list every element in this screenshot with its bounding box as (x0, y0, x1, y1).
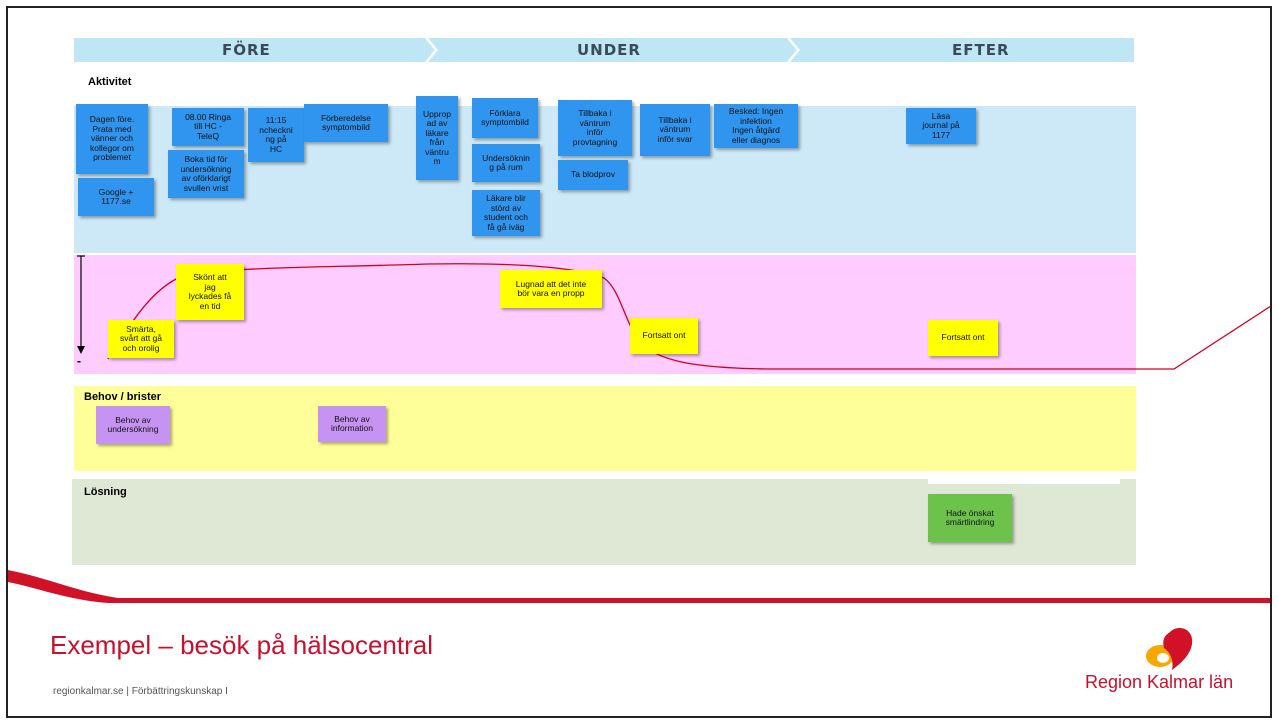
note-upprop: Upprop ad av läkare från väntru m (416, 96, 458, 180)
note-google-1177: Google + 1177.se (78, 178, 154, 216)
footer-url: regionkalmar.se | Förbättringskunskap I (53, 686, 228, 697)
note-tillbaka-svar: Tillbaka i väntrum inför svar (640, 104, 710, 156)
note-boka-tid: Boka tid för undersökning av oförklarigt… (168, 150, 244, 198)
behov-title: Behov / brister (84, 391, 162, 403)
note-lasa-journal: Läsa journal på 1177 (906, 108, 976, 144)
note-ringa-hc: 08.00 Ringa till HC - TeleQ (172, 108, 244, 146)
note-dagen-fore: Dagen före. Prata med vänner och kollego… (76, 104, 148, 174)
note-smartlindring: Hade önskat smärtlindring (928, 494, 1012, 542)
phase-arrows (74, 38, 1134, 62)
note-behov-information: Behov av information (318, 406, 386, 442)
slide-title: Exempel – besök på hälsocentral (50, 630, 434, 660)
region-heart-logo (1146, 628, 1193, 670)
red-swoosh (8, 570, 1270, 603)
note-tillbaka-provtagning: Tillbaka i väntrum inför provtagning (558, 100, 632, 156)
slide: FÖRE UNDER EFTER Aktivitet Behov / brist… (6, 6, 1272, 718)
note-fortsatt-ont-1: Fortsatt ont (630, 318, 698, 354)
emotion-axis (77, 255, 85, 354)
phase-fore-label: FÖRE (222, 41, 271, 59)
aktivitet-title: Aktivitet (88, 76, 132, 88)
losning-gap (928, 478, 1120, 484)
note-lakare-stord: Läkare blir störd av student och få gå i… (472, 190, 540, 236)
note-besked: Besked: Ingen infektion Ingen åtgärd ell… (714, 104, 798, 148)
losning-title: Lösning (84, 486, 127, 498)
note-forberedelse: Förberedelse symptombild (304, 104, 388, 142)
note-skont: Skönt att jag lyckades få en tid (176, 264, 244, 320)
note-fortsatt-ont-2: Fortsatt ont (928, 320, 998, 356)
note-forklara-symptombild: Förklara symptombild (472, 98, 538, 138)
emotion-axis-minus: - (77, 354, 81, 368)
phase-under-label: UNDER (577, 41, 641, 59)
behov-band (74, 386, 1136, 471)
note-undersokning-rum: Undersöknin g på rum (472, 144, 540, 182)
note-incheckning: 11:15 ncheckni ng på HC (248, 108, 304, 162)
note-smarta: Smärta, svårt att gå och orolig (108, 320, 174, 358)
phase-bar: FÖRE UNDER EFTER (74, 38, 1134, 62)
note-ta-blodprov: Ta blodprov (558, 160, 628, 190)
note-behov-undersokning: Behov av undersökning (96, 406, 170, 444)
phase-efter-label: EFTER (952, 41, 1010, 59)
note-lugnad: Lugnad att det inte bör vara en propp (500, 270, 602, 308)
region-logo-text: Region Kalmar län (1085, 672, 1234, 692)
